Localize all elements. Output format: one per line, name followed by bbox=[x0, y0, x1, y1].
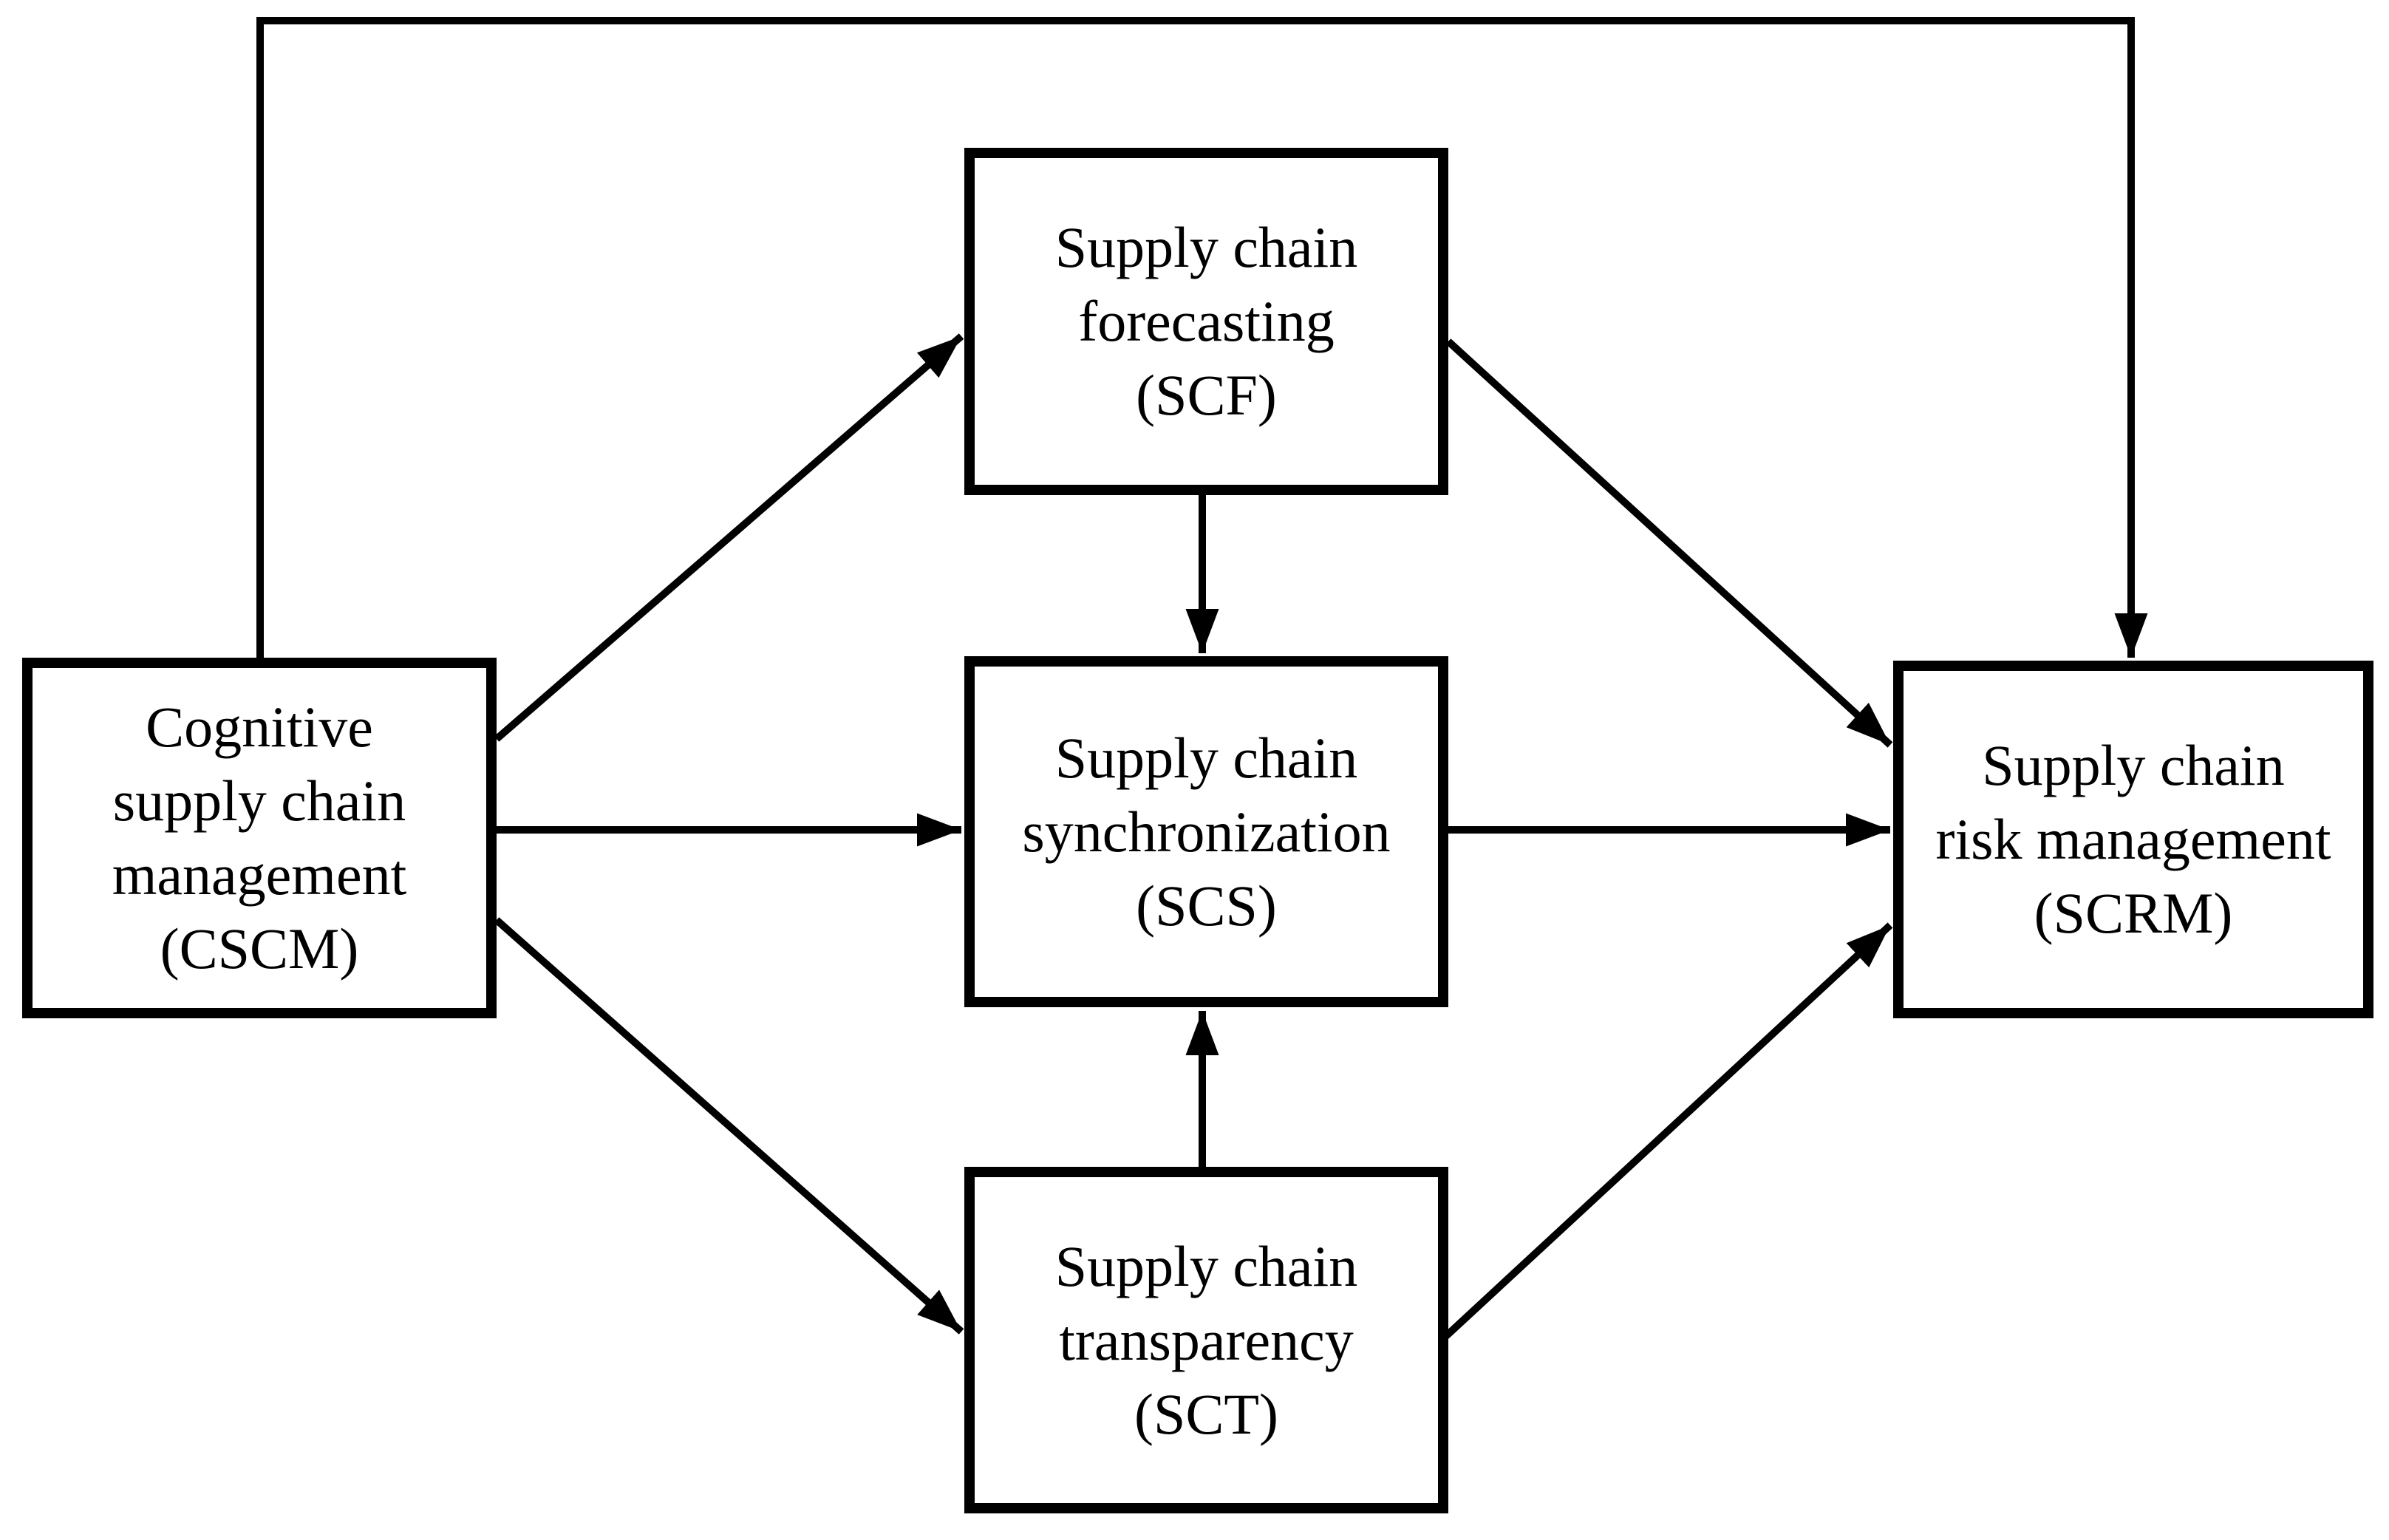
node-scs-line: synchronization bbox=[1022, 799, 1391, 864]
node-scs-line: (SCS) bbox=[1136, 873, 1277, 938]
node-scrm-line: (SCRM) bbox=[2034, 881, 2233, 945]
node-cscm-line: Cognitive bbox=[146, 695, 373, 759]
node-scs: Supply chain synchronization (SCS) bbox=[964, 656, 1448, 1007]
node-cscm-line: (CSCM) bbox=[160, 916, 359, 981]
node-cscm-line: supply chain bbox=[112, 769, 406, 833]
node-scrm-line: Supply chain bbox=[1982, 733, 2285, 797]
node-scf-line: Supply chain bbox=[1054, 215, 1358, 279]
node-scrm-line: risk management bbox=[1935, 807, 2331, 871]
node-scrm: Supply chain risk management (SCRM) bbox=[1893, 661, 2373, 1018]
edge-cscm-sct bbox=[494, 917, 964, 1335]
node-sct-line: transparency bbox=[1059, 1307, 1354, 1372]
node-sct-line: Supply chain bbox=[1054, 1233, 1358, 1298]
edge-cscm-scf bbox=[494, 333, 964, 742]
edge-scf-scrm bbox=[1445, 338, 1893, 748]
node-scs-line: Supply chain bbox=[1054, 725, 1358, 790]
edge-sct-scrm bbox=[1443, 922, 1893, 1339]
edge-cscm-scrm bbox=[256, 17, 2148, 658]
node-sct-line: (SCT) bbox=[1134, 1381, 1278, 1446]
node-scf-line: (SCF) bbox=[1136, 363, 1277, 427]
node-cscm: Cognitive supply chain management (CSCM) bbox=[22, 658, 497, 1018]
node-sct: Supply chain transparency (SCT) bbox=[964, 1167, 1448, 1513]
node-scf-line: forecasting bbox=[1078, 289, 1335, 353]
node-scf: Supply chain forecasting (SCF) bbox=[964, 148, 1448, 495]
node-cscm-line: management bbox=[112, 842, 407, 907]
